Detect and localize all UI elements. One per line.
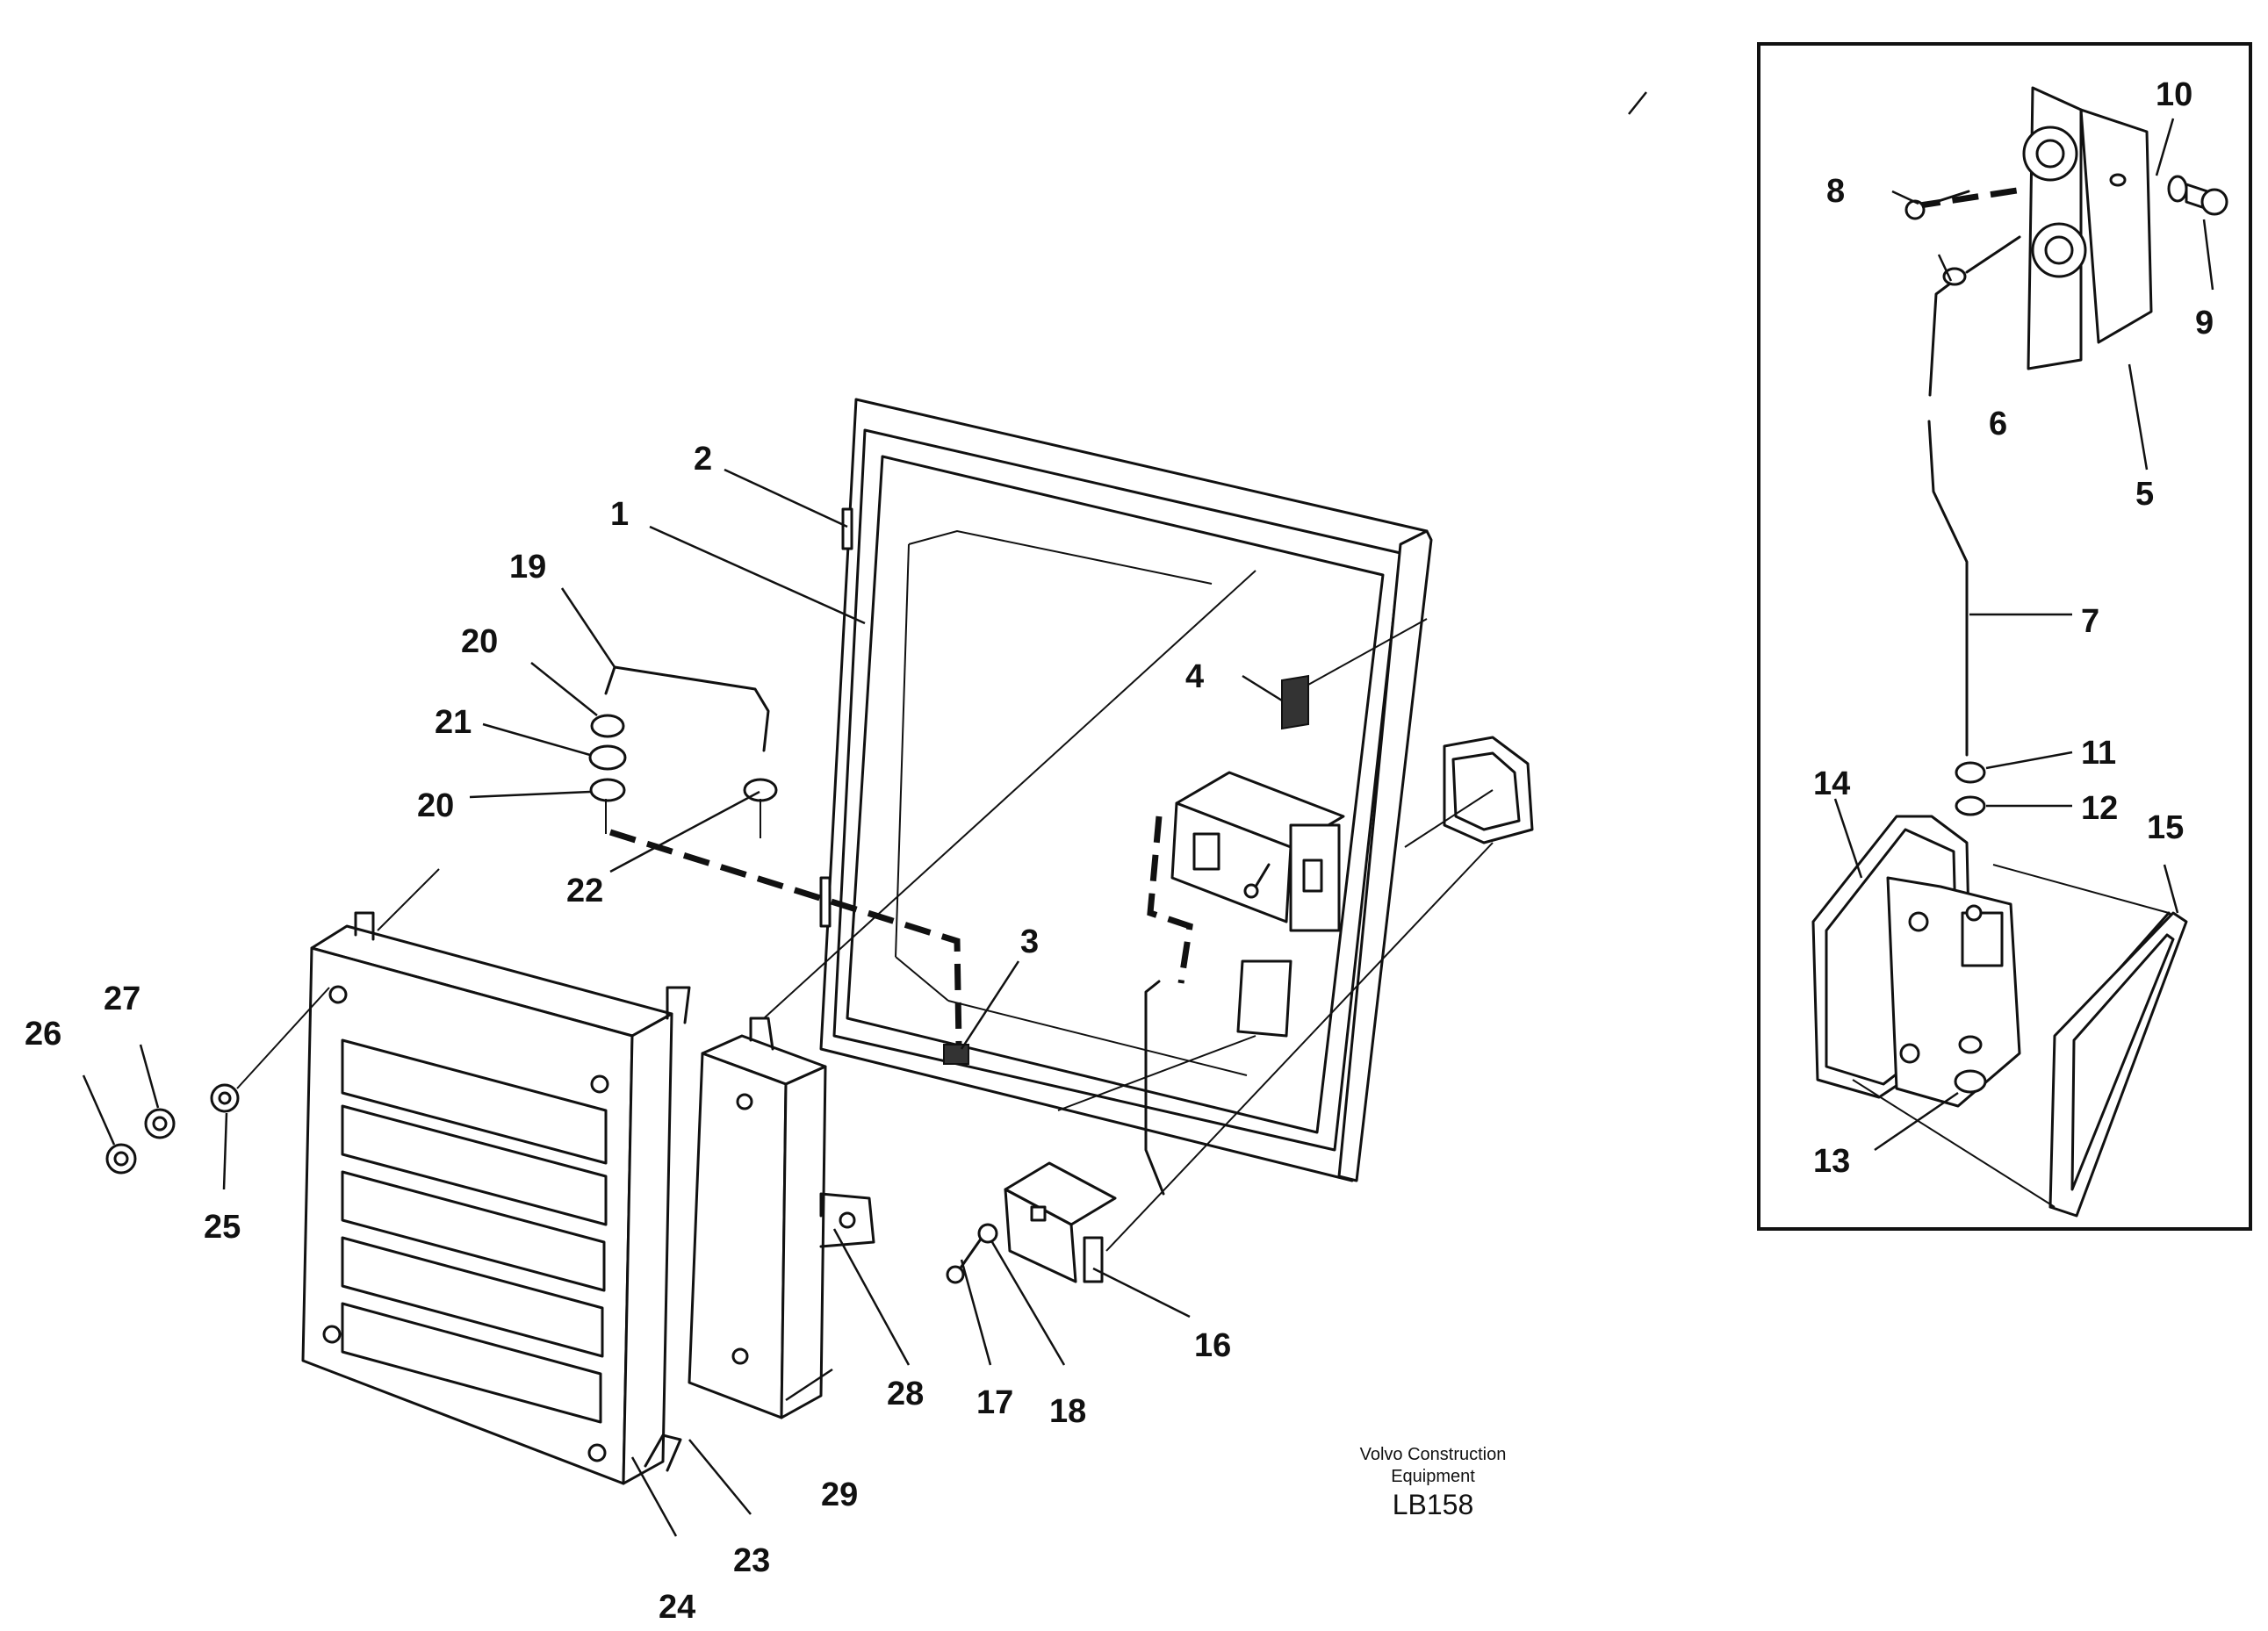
fastener-guide-line — [236, 987, 330, 1089]
callout-20b: 20 — [417, 787, 454, 824]
callout-8: 8 — [1826, 173, 1845, 210]
callout-16: 16 — [1194, 1327, 1231, 1364]
callout-9: 9 — [2195, 305, 2214, 341]
callout-13: 13 — [1813, 1143, 1850, 1180]
callout-21: 21 — [435, 704, 472, 741]
caption-code: LB158 — [1393, 1489, 1474, 1520]
grille-guide-line — [377, 868, 440, 931]
centre-line-e — [1057, 1035, 1256, 1111]
callout-23: 23 — [733, 1542, 770, 1579]
centre-line-b — [1105, 842, 1494, 1252]
lock-bracket-16 — [1004, 1161, 1117, 1283]
callout-17: 17 — [976, 1384, 1013, 1421]
callout-14: 14 — [1813, 765, 1850, 802]
door-latch-bracket — [1170, 771, 1345, 932]
callout-15: 15 — [2147, 809, 2184, 846]
callout-1: 1 — [610, 496, 629, 533]
callout-12: 12 — [2081, 790, 2118, 827]
callout-27: 27 — [104, 981, 140, 1017]
callout-labels: 1 2 3 4 5 6 7 8 9 10 11 12 13 14 15 16 1… — [25, 76, 2214, 1626]
callout-11: 11 — [2081, 735, 2116, 772]
nut-13 — [1954, 1035, 1987, 1094]
lower-door-bracket — [1236, 959, 1292, 1038]
callout-20a: 20 — [461, 623, 498, 660]
callout-5: 5 — [2135, 476, 2154, 513]
handle-mount-line — [608, 829, 962, 1045]
callout-7: 7 — [2081, 603, 2099, 640]
callout-4: 4 — [1185, 658, 1204, 695]
rod-7 — [1927, 235, 2021, 757]
callout-3: 3 — [1020, 923, 1039, 960]
filter-box — [688, 1017, 875, 1419]
callout-24: 24 — [659, 1589, 695, 1626]
caption-block: Volvo Construction Equipment LB158 — [1360, 1445, 1507, 1520]
bolt-17 — [946, 1223, 998, 1284]
gasket-15 — [1852, 864, 2188, 1218]
caption-line-2: Equipment — [1391, 1467, 1475, 1486]
callout-6: 6 — [1989, 406, 2007, 442]
washers-20-21 — [588, 714, 778, 802]
callout-28: 28 — [887, 1376, 924, 1412]
door-lock-body — [1443, 736, 1534, 844]
callout-18: 18 — [1049, 1393, 1086, 1430]
lock-housing-14 — [1811, 815, 2021, 1108]
callout-2: 2 — [694, 441, 712, 478]
callout-26: 26 — [25, 1016, 61, 1053]
latch-mount-line — [1147, 816, 1193, 984]
vent-grille — [301, 911, 691, 1485]
callout-10: 10 — [2156, 76, 2192, 113]
callout-22: 22 — [566, 873, 603, 909]
callout-29: 29 — [821, 1477, 858, 1513]
handle-19 — [604, 665, 770, 752]
fasteners-25-26-27 — [105, 1083, 240, 1175]
centre-line-c — [1307, 618, 1428, 686]
callout-19: 19 — [509, 549, 546, 586]
leader-lines — [82, 91, 2214, 1537]
lock-plate-5 — [2022, 86, 2153, 370]
centre-line-d — [1404, 789, 1494, 848]
caption-line-1: Volvo Construction — [1360, 1445, 1507, 1464]
callout-25: 25 — [204, 1209, 241, 1246]
door-frame — [819, 398, 1433, 1182]
centre-line-a — [763, 570, 1256, 1019]
detail-inset-frame — [1757, 42, 2252, 1231]
lock-rod-lower — [1144, 980, 1165, 1196]
bolt-9-washer-10 — [2167, 175, 2228, 216]
rubber-stop — [1281, 674, 1309, 730]
clip-3 — [943, 1044, 969, 1065]
bolt-8 — [1904, 190, 1970, 220]
nuts-11-12 — [1955, 761, 1986, 816]
